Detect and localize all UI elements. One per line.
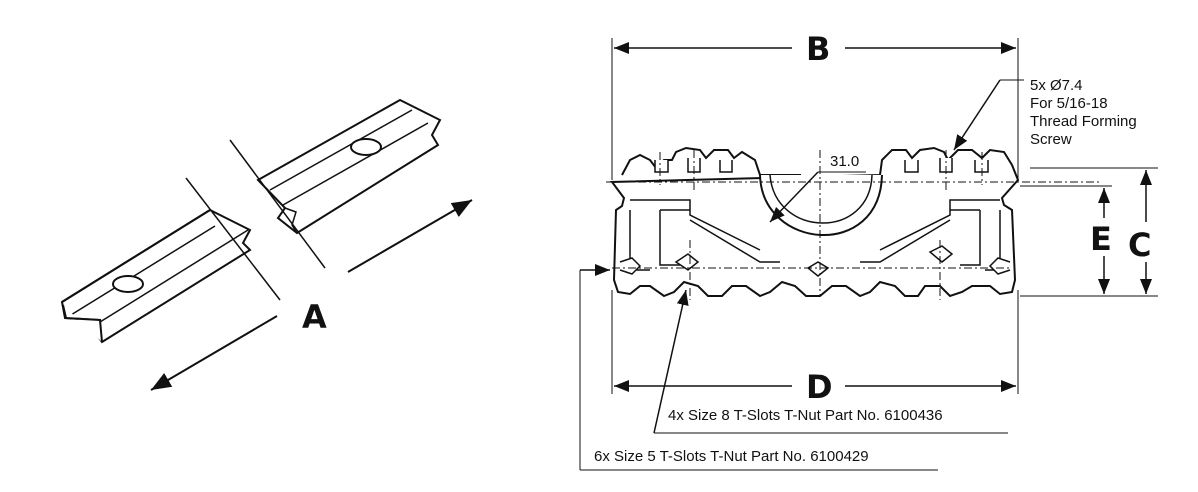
radius-dimension: 31.0	[769, 153, 866, 223]
tslot-size5-note: 6x Size 5 T-Slots T-Nut Part No. 6100429	[594, 448, 869, 465]
label-a: A	[302, 298, 327, 336]
rail-segment-left	[60, 208, 252, 344]
hole-note-line4: Screw	[1030, 131, 1072, 148]
tslot-size5-callout: 6x Size 5 T-Slots T-Nut Part No. 6100429	[579, 264, 938, 471]
tslot-size8-note: 4x Size 8 T-Slots T-Nut Part No. 6100436	[668, 407, 943, 424]
radius-value: 31.0	[830, 153, 859, 170]
hole-note-line3: Thread Forming	[1030, 113, 1137, 130]
tslot-size8-callout: 4x Size 8 T-Slots T-Nut Part No. 6100436	[653, 289, 1008, 434]
label-c: C	[1128, 226, 1151, 264]
center-lines	[606, 150, 1100, 300]
length-arrow-lower	[150, 315, 278, 391]
length-arrow-upper	[347, 199, 473, 273]
rail-isometric-view: A	[60, 98, 473, 391]
dimension-b: B	[611, 30, 1019, 180]
label-b: B	[806, 30, 830, 68]
hole-callout: 5x Ø7.4 For 5/16-18 Thread Forming Screw	[953, 77, 1137, 151]
profile-cross-section	[610, 146, 1020, 298]
label-d: D	[806, 368, 833, 406]
dimension-c: C	[1020, 167, 1158, 297]
label-e: E	[1090, 220, 1112, 258]
dimension-d: D	[611, 290, 1019, 406]
hole-note-line2: For 5/16-18	[1030, 95, 1108, 112]
dimension-e: E	[1020, 185, 1112, 294]
mounting-hole-right	[350, 138, 382, 156]
rail-segment-right	[256, 98, 442, 235]
hole-note-line1: 5x Ø7.4	[1030, 77, 1083, 94]
mounting-hole-left	[112, 275, 144, 293]
